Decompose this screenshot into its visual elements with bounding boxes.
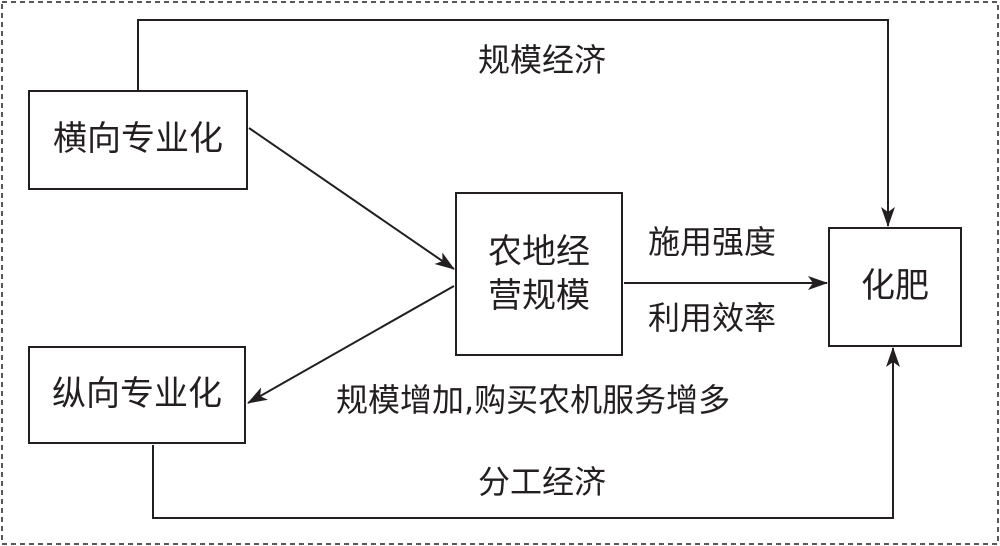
edge-label-utilization-efficiency: 利用效率 — [648, 299, 777, 337]
edge-label-scale-increase: 规模增加,购买农机服务增多 — [336, 381, 731, 419]
edge-label-scale-economy: 规模经济 — [478, 41, 607, 79]
node-horizontal-specialization: 横向专业化 — [28, 90, 248, 190]
node-farm-scale: 农地经 营规模 — [455, 192, 623, 356]
node-fertilizer-label: 化肥 — [861, 266, 929, 307]
node-vertical-specialization: 纵向专业化 — [28, 346, 246, 444]
node-fertilizer: 化肥 — [828, 227, 962, 347]
arrow-scale-economy — [137, 19, 895, 227]
arrow-horizontal-to-scale — [248, 127, 455, 270]
edge-label-division-economy: 分工经济 — [478, 463, 607, 501]
edge-label-application-intensity: 施用强度 — [648, 223, 777, 261]
node-vertical-label: 纵向专业化 — [52, 374, 222, 415]
node-farm-scale-line2: 营规模 — [488, 276, 590, 316]
arrow-division-economy — [152, 347, 900, 519]
node-farm-scale-label: 农地经 营规模 — [488, 230, 590, 318]
node-farm-scale-line1: 农地经 — [488, 232, 590, 272]
node-horizontal-label: 横向专业化 — [53, 119, 223, 160]
arrow-scale-to-vertical — [247, 285, 455, 404]
